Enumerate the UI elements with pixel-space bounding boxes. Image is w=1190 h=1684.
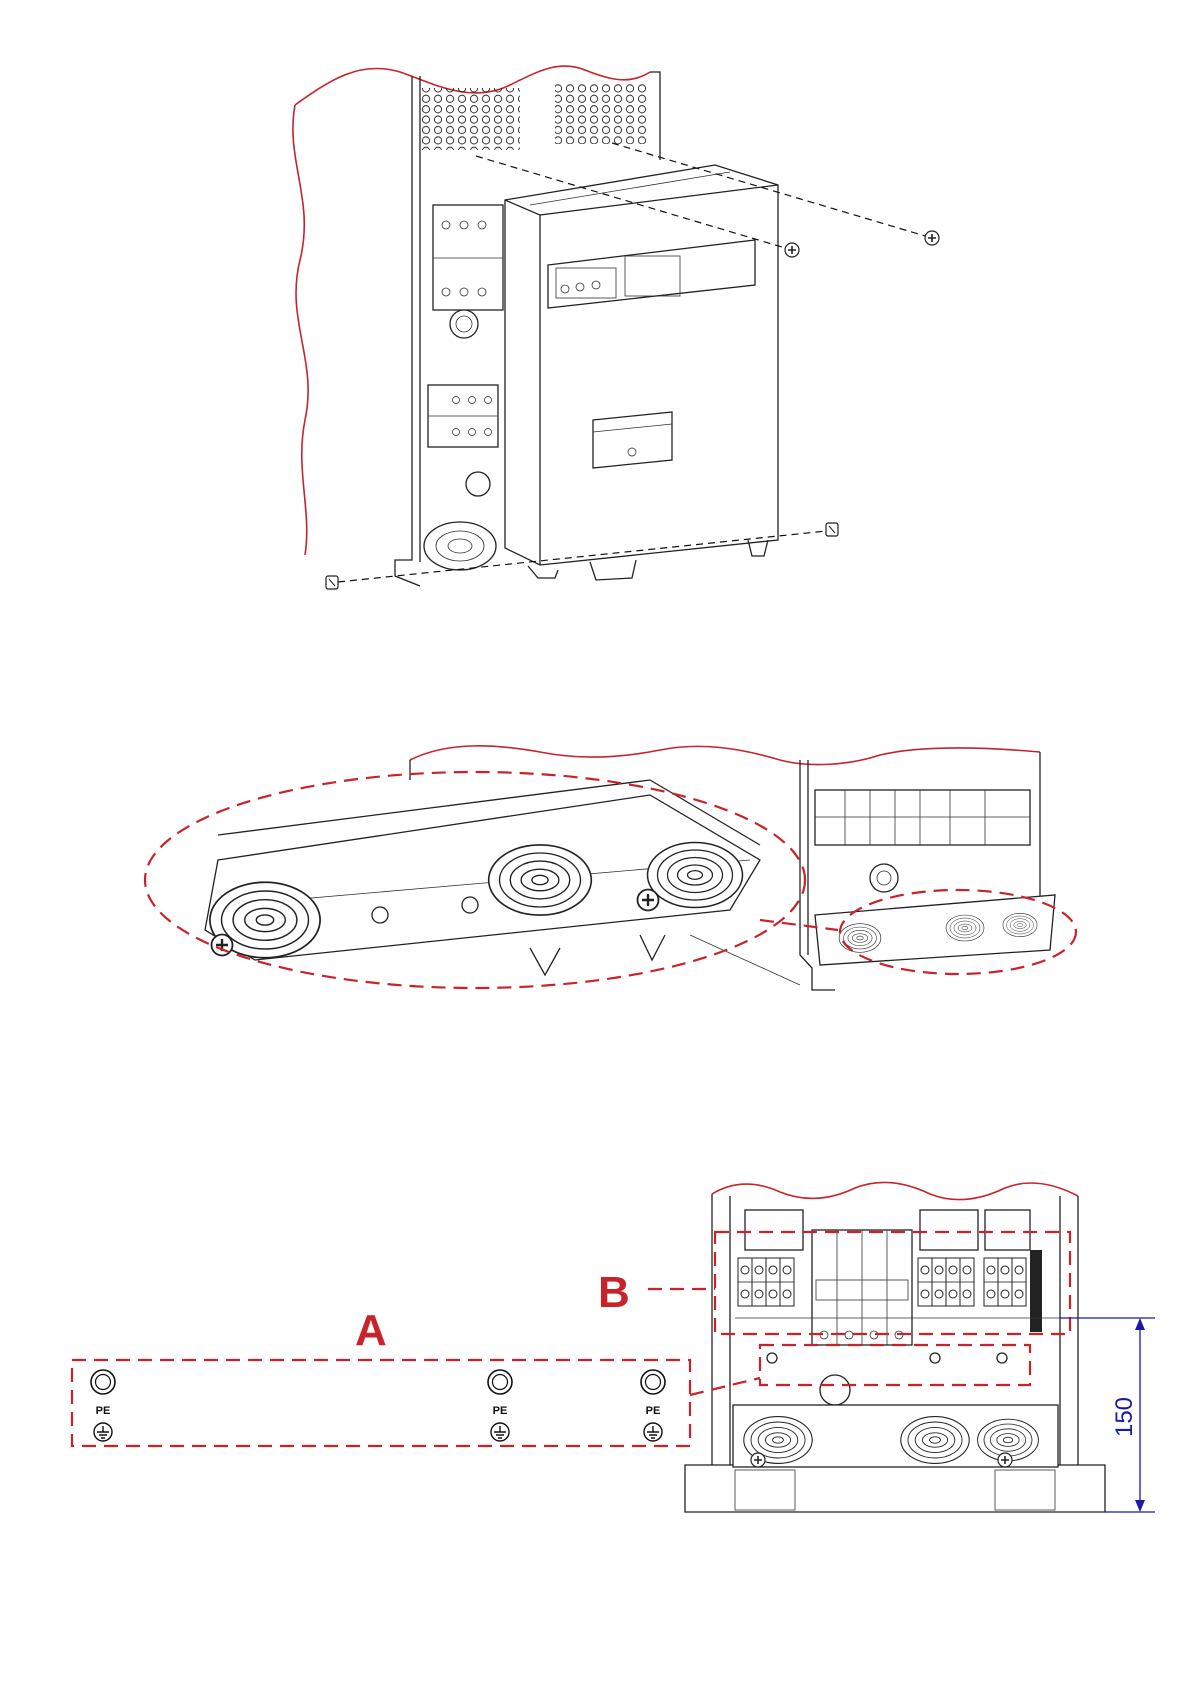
enclosure-base [685,1465,1105,1512]
pe-label: PE [646,1405,661,1417]
figure-enclosure-cover-install [293,66,939,589]
cable-gland-icon [424,522,496,570]
screw-icon [638,890,659,911]
zone-a-highlight [72,1360,690,1446]
ground-symbol-icon [491,1423,509,1441]
pe-terminal-3: PE [641,1370,665,1441]
vent-grille-left [420,88,520,150]
pe-terminal-1: PE [91,1370,115,1441]
cable-gland-icon [901,1417,969,1464]
breaker-block [433,205,503,310]
front-cover [505,165,778,565]
pe-bar-detail: A PE PE PE [72,1306,690,1446]
terminal-block-icon [815,790,1030,845]
pe-label: PE [493,1405,508,1417]
dimension-label: 150 [1111,1397,1138,1437]
ground-symbol-icon [644,1423,662,1441]
pe-label: PE [96,1405,111,1417]
ground-symbol-icon [94,1423,112,1441]
pe-bar-small-highlight [760,1345,1030,1385]
cable-gland-icon [450,310,478,338]
screw-icon [751,1453,765,1467]
cable-gland-icon [648,843,743,908]
dimension-150: 150 [1060,1318,1155,1512]
screw-icon [925,231,939,245]
breaker-icon [812,1230,912,1345]
callout-a: A [355,1306,387,1355]
screw-icon [998,1453,1012,1467]
callout-b: B [598,1268,630,1317]
pe-terminal-2: PE [488,1370,512,1441]
figure-gland-plate-detail [145,746,1076,990]
screw-icon [212,935,233,956]
vent-grille-right [555,82,650,144]
figure-front-view-pe: B 150 [598,1182,1155,1512]
screw-icon [826,523,838,536]
screw-icon [785,243,799,257]
screw-icon [326,576,338,589]
cable-gland-icon [489,845,592,915]
